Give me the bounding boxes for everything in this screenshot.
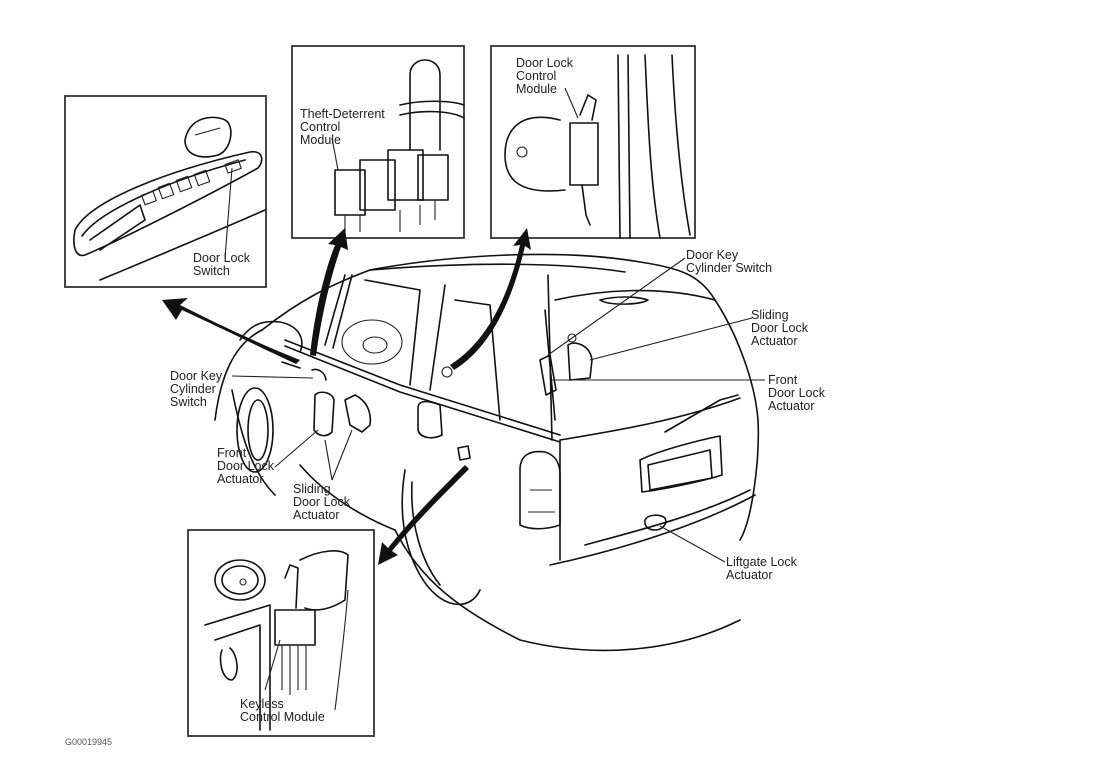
- arrow-to-theft-deterrent: [310, 228, 348, 356]
- label-theft-deterrent-control-module: Theft-Deterrent Control Module: [300, 107, 385, 147]
- figure-code: G00019945: [65, 737, 113, 747]
- arrow-to-door-lock-control: [450, 228, 531, 370]
- van-body: [214, 253, 760, 652]
- label-door-lock-control-module: Door Lock Control Module: [516, 56, 573, 96]
- label-front-door-lock-actuator-right: Front Door Lock Actuator: [768, 373, 825, 413]
- label-sliding-door-lock-actuator-right: Sliding Door Lock Actuator: [751, 308, 808, 348]
- label-sliding-door-lock-actuator-left: Sliding Door Lock Actuator: [293, 482, 350, 522]
- label-door-key-cylinder-switch-left: Door Key Cylinder Switch: [170, 369, 223, 409]
- label-door-key-cylinder-switch-right: Door Key Cylinder Switch: [686, 248, 773, 275]
- door-lock-control-inset: [490, 45, 696, 239]
- theft-deterrent-inset: [291, 45, 465, 239]
- door-lock-switch-inset: [64, 95, 267, 288]
- label-front-door-lock-actuator-left: Front Door Lock Actuator: [217, 446, 274, 486]
- arrow-to-keyless-control: [378, 465, 469, 565]
- label-liftgate-lock-actuator: Liftgate Lock Actuator: [726, 555, 797, 582]
- label-door-lock-switch: Door Lock Switch: [193, 251, 250, 278]
- keyless-control-inset: [187, 529, 375, 737]
- leader-lines: [231, 257, 765, 563]
- arrow-to-door-lock-switch: [162, 298, 300, 364]
- label-keyless-control-module: Keyless Control Module: [240, 697, 325, 724]
- callout-arrows: [162, 228, 531, 565]
